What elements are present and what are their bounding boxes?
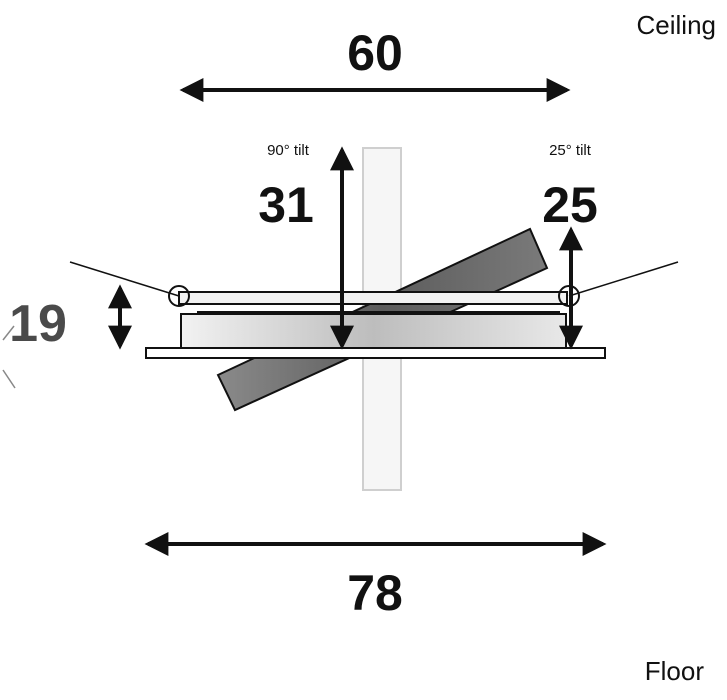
- top-width-value: 60: [347, 25, 403, 81]
- ceiling-label: Ceiling: [637, 10, 717, 40]
- spring-clip-right: [568, 261, 679, 297]
- tilt-90-label: 90° tilt: [267, 142, 310, 159]
- bottom-flange: [145, 347, 606, 359]
- height-25-tilt-value: 25: [542, 177, 598, 233]
- spring-clip-left-pivot: [168, 285, 190, 307]
- tilt-25-label: 25° tilt: [549, 142, 592, 159]
- trim-ring: [178, 291, 568, 305]
- edge-clip-fragment: [2, 325, 15, 341]
- height-90-tilt-value: 31: [258, 177, 314, 233]
- spring-clip-left: [69, 261, 180, 297]
- bottom-width-value: 78: [347, 565, 403, 621]
- recess-depth-value: 19: [9, 295, 67, 353]
- floor-label: Floor: [645, 656, 705, 686]
- edge-clip-fragment-lower: [2, 369, 16, 389]
- fixture-body: [180, 313, 567, 349]
